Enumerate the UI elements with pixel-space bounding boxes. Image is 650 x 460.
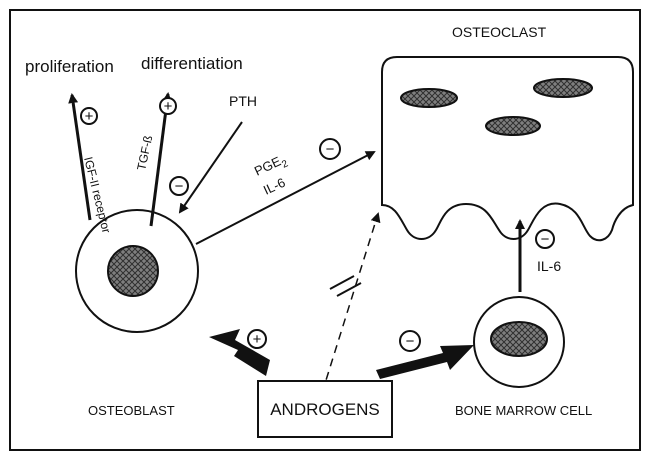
differentiation-label: differentiation xyxy=(141,54,243,73)
osteoclast-nucleus-right xyxy=(534,79,592,97)
pth-arrow xyxy=(180,122,242,212)
androgens-dashed-arrow xyxy=(322,214,378,393)
proliferation-plus-text: + xyxy=(85,108,94,125)
proliferation-label: proliferation xyxy=(25,57,114,76)
bone-marrow-nucleus xyxy=(491,322,547,356)
il6-osteoclast-label: IL-6 xyxy=(261,175,288,198)
pth-minus-text: − xyxy=(175,178,184,195)
androgens-label: ANDROGENS xyxy=(270,400,380,419)
osteoclast-minus-text: − xyxy=(326,141,335,158)
osteoclast-nucleus-left xyxy=(401,89,457,107)
androgens-to-marrow-arrow xyxy=(376,345,474,379)
pge2-label: PGE2 xyxy=(252,151,290,182)
differentiation-plus-text: + xyxy=(164,98,173,115)
marrow-arrow-minus-text: − xyxy=(406,333,415,350)
marrow-minus-text: − xyxy=(541,231,550,248)
bone-marrow-cell-label: BONE MARROW CELL xyxy=(455,403,592,418)
pge2-subscript: 2 xyxy=(280,158,290,171)
osteoblast-label: OSTEOBLAST xyxy=(88,403,175,418)
osteoblast-plus-text: + xyxy=(253,331,262,348)
osteoclast-nucleus-center xyxy=(486,117,540,135)
dashed-arrow-block-mark-1 xyxy=(330,276,354,289)
osteoclast-cell xyxy=(382,57,633,240)
il6-marrow-label: IL-6 xyxy=(537,258,561,274)
osteoclast-label: OSTEOCLAST xyxy=(452,24,547,40)
pth-label: PTH xyxy=(229,93,257,109)
tgf-beta-label: TGF-ß xyxy=(134,134,155,171)
osteoblast-nucleus xyxy=(108,246,158,296)
dashed-arrow-block-mark-2 xyxy=(337,283,361,296)
